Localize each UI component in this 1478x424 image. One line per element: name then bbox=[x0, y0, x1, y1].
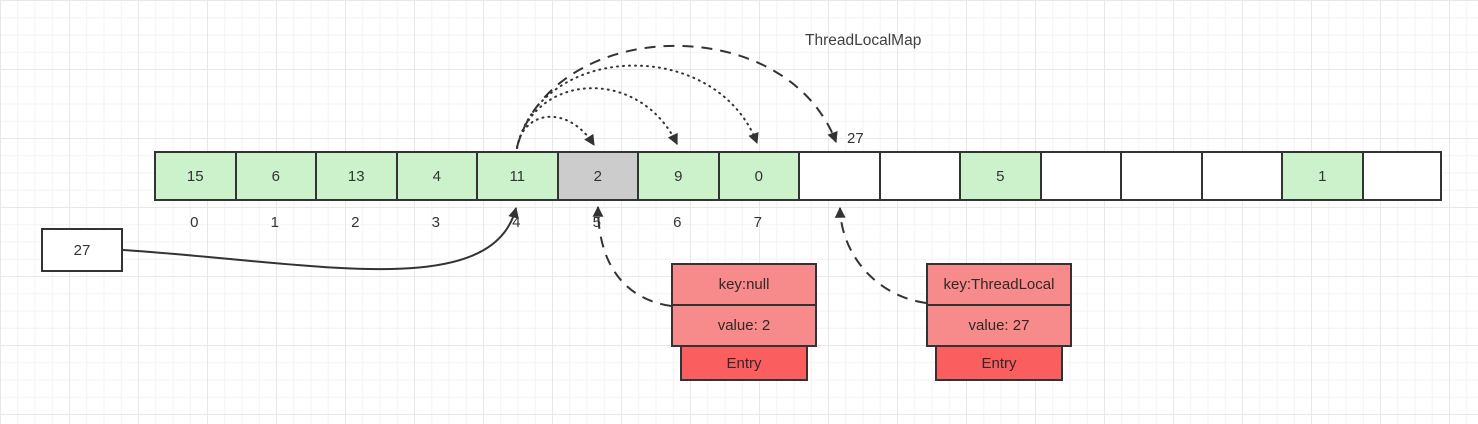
probe-arc-slot4-to-slot5[interactable] bbox=[516, 115, 595, 149]
array-cell-12[interactable] bbox=[1120, 151, 1201, 201]
entry-value-row: value: 27 bbox=[926, 304, 1072, 347]
array-cell-4[interactable]: 11 bbox=[476, 151, 557, 201]
array-cell-8[interactable] bbox=[798, 151, 879, 201]
array-cell-2[interactable]: 13 bbox=[315, 151, 396, 201]
cell-value: 11 bbox=[509, 167, 526, 185]
cell-value: 0 bbox=[754, 167, 763, 185]
array-cell-6[interactable]: 9 bbox=[637, 151, 718, 201]
index-row: 0 1 2 3 4 5 6 7 bbox=[154, 211, 798, 233]
cell-value: 6 bbox=[271, 167, 280, 185]
entry-key-row: key:null bbox=[671, 263, 817, 306]
entry-key-row: key:ThreadLocal bbox=[926, 263, 1072, 306]
entry-type-bar: Entry bbox=[680, 345, 808, 381]
index-label-3: 3 bbox=[431, 213, 440, 231]
index-label-2: 2 bbox=[351, 213, 360, 231]
index-label-0: 0 bbox=[190, 213, 199, 231]
cell-value: 15 bbox=[186, 167, 204, 185]
array-cell-5[interactable]: 2 bbox=[556, 151, 637, 201]
cell-value: 9 bbox=[674, 167, 683, 185]
array-cell-3[interactable]: 4 bbox=[395, 151, 476, 201]
array-cell-14[interactable]: 1 bbox=[1281, 151, 1362, 201]
cell-value: 4 bbox=[432, 167, 441, 185]
entry-threadlocal-to-slot8-arrow[interactable] bbox=[834, 206, 927, 304]
probe-arc-slot4-to-slot7[interactable] bbox=[516, 64, 759, 149]
cell-value: 5 bbox=[996, 167, 1005, 185]
array-cell-1[interactable]: 6 bbox=[234, 151, 315, 201]
entry-value-row: value: 2 bbox=[671, 304, 817, 347]
index-label-4: 4 bbox=[512, 213, 521, 231]
probe-value-label: 27 bbox=[847, 130, 864, 147]
index-label-1: 1 bbox=[270, 213, 279, 231]
diagram-title: ThreadLocalMap bbox=[805, 32, 922, 49]
cell-value: 13 bbox=[347, 167, 365, 185]
array-cell-13[interactable] bbox=[1200, 151, 1281, 201]
entry-null[interactable]: key:null value: 2 Entry bbox=[671, 263, 817, 381]
probe-arc-slot4-to-slot6[interactable] bbox=[516, 87, 678, 149]
hash-array: 15 6 13 4 11 2 9 0 5 1 bbox=[154, 151, 1442, 201]
array-cell-9[interactable] bbox=[878, 151, 959, 201]
cell-value: 1 bbox=[1318, 167, 1327, 185]
probe-arc-slot4-to-slot8[interactable] bbox=[516, 44, 838, 148]
array-cell-10[interactable]: 5 bbox=[959, 151, 1040, 201]
index-label-7: 7 bbox=[753, 213, 762, 231]
array-cell-0[interactable]: 15 bbox=[154, 151, 235, 201]
array-cell-11[interactable] bbox=[1039, 151, 1120, 201]
entry-threadlocal[interactable]: key:ThreadLocal value: 27 Entry bbox=[926, 263, 1072, 381]
value-box-27[interactable]: 27 bbox=[41, 228, 123, 272]
array-cell-7[interactable]: 0 bbox=[717, 151, 798, 201]
entry-type-bar: Entry bbox=[935, 345, 1063, 381]
array-cell-15[interactable] bbox=[1361, 151, 1442, 201]
index-label-5: 5 bbox=[592, 213, 601, 231]
cell-value: 2 bbox=[593, 167, 602, 185]
index-label-6: 6 bbox=[673, 213, 682, 231]
value-box-label: 27 bbox=[73, 241, 91, 259]
